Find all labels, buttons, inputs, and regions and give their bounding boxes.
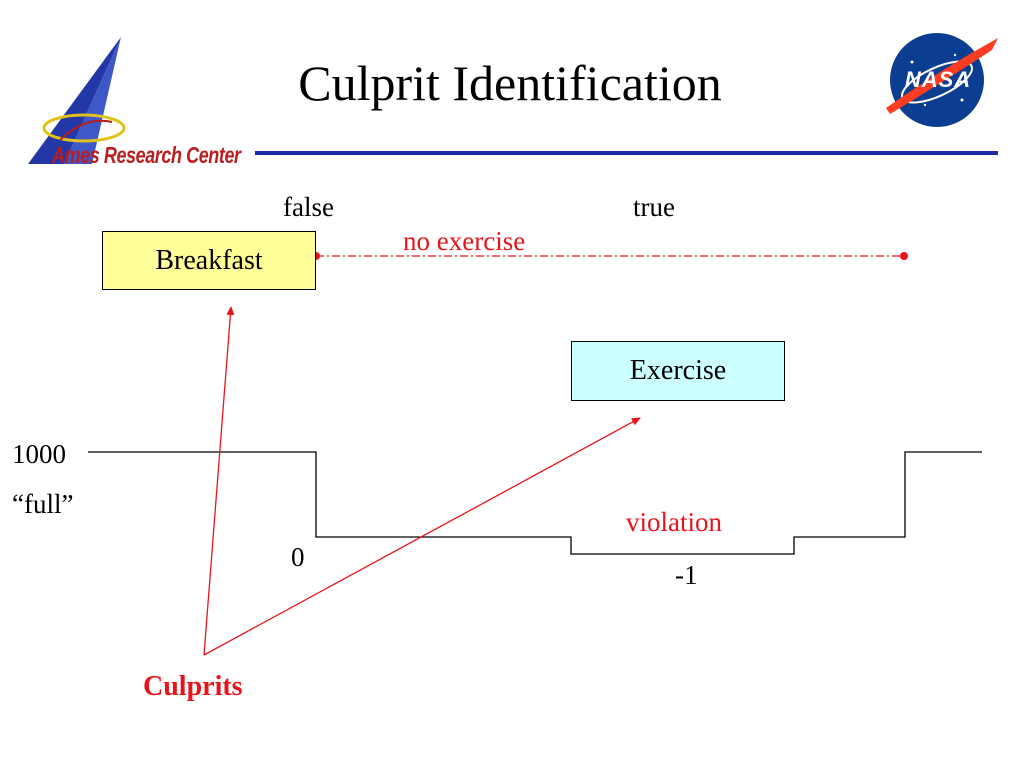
connector-end-dot <box>900 252 908 260</box>
nasa-meatball-icon <box>886 33 998 127</box>
level-1000-label: 1000 <box>12 439 66 469</box>
level-zero-label: 0 <box>291 542 305 572</box>
culprit-arrow-breakfast <box>203 306 235 656</box>
level-signal-line <box>88 451 982 555</box>
violation-label: violation <box>626 507 722 537</box>
culprits-label: Culprits <box>143 671 243 702</box>
breakfast-label: Breakfast <box>155 244 263 276</box>
true-label: true <box>633 192 675 222</box>
level-neg-one-label: -1 <box>675 560 698 590</box>
exercise-box: Exercise <box>571 341 785 401</box>
full-label: “full” <box>12 489 74 519</box>
culprit-arrow-exercise <box>203 417 641 656</box>
false-label: false <box>283 192 334 222</box>
no-exercise-label: no exercise <box>403 226 526 256</box>
ames-delta-icon <box>28 37 126 164</box>
breakfast-box: Breakfast <box>102 231 316 290</box>
nasa-logo-text: NASA <box>904 67 972 92</box>
exercise-label: Exercise <box>629 355 727 386</box>
ames-logo-text: Ames Research Center <box>52 142 241 168</box>
slide-title: Culprit Identification <box>298 55 722 111</box>
